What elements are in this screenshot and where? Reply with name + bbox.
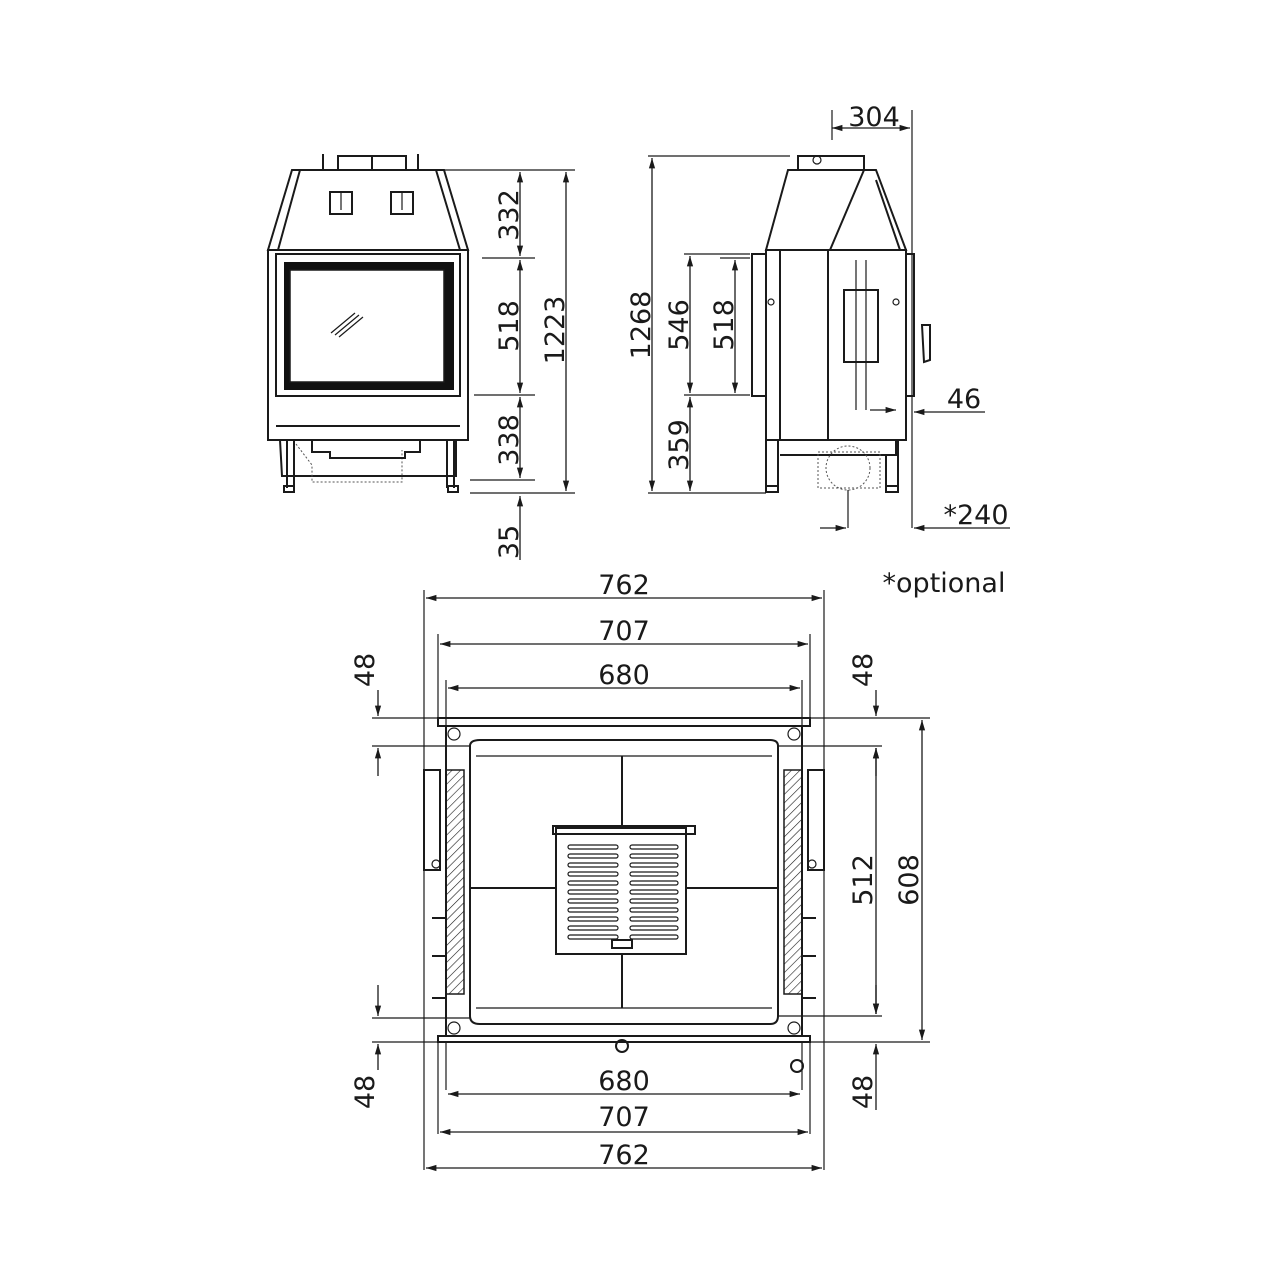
dim-plan-bottom-outer: 762 [598, 1140, 650, 1171]
dim-side-total: 1268 [626, 291, 657, 360]
grate-slot [629, 862, 679, 868]
side-dimensions: 304 1268 546 518 359 46 *240 [626, 102, 1010, 532]
dim-side-optional: *240 [943, 500, 1008, 531]
dim-side-base: 359 [664, 419, 695, 471]
dim-plan-inner-depth: 512 [848, 854, 879, 906]
optional-note: *optional [883, 568, 1006, 599]
grate-slot [567, 907, 619, 913]
dim-side-depth-top: 304 [848, 102, 900, 133]
grate-slot [567, 844, 619, 850]
dim-front-bottom: 338 [494, 414, 525, 466]
dim-plan-right-bottom: 48 [848, 1075, 879, 1109]
grate-slot [629, 853, 679, 859]
grate-slot [567, 889, 619, 895]
dim-plan-top-glass: 680 [598, 660, 650, 691]
dim-plan-bottom-frame: 707 [598, 1102, 650, 1133]
dim-front-total: 1223 [540, 296, 571, 365]
dim-front-middle: 518 [494, 300, 525, 352]
dim-side-handle: 46 [947, 384, 981, 415]
dim-plan-top-frame: 707 [598, 616, 650, 647]
grate-slot [567, 898, 619, 904]
dim-plan-right-top: 48 [848, 653, 879, 687]
dim-plan-bottom-glass: 680 [598, 1066, 650, 1097]
dim-plan-top-outer: 762 [598, 570, 650, 601]
dim-plan-outer-depth: 608 [894, 854, 925, 906]
grate-slot [567, 853, 619, 859]
grate-slot [629, 934, 679, 940]
dim-side-door: 546 [664, 299, 695, 351]
grate-slot [567, 934, 619, 940]
grate-slot [567, 880, 619, 886]
dim-side-glass: 518 [709, 299, 740, 351]
side-view [751, 155, 931, 493]
plan-view [423, 717, 825, 1073]
dim-plan-left-top: 48 [350, 653, 381, 687]
grate-slot [629, 880, 679, 886]
grate-slot [629, 871, 679, 877]
dim-front-feet: 35 [494, 525, 525, 559]
grate-slot [629, 916, 679, 922]
grate-slot [567, 916, 619, 922]
grate-slot [629, 898, 679, 904]
dim-front-top: 332 [494, 189, 525, 241]
grate-slot [567, 862, 619, 868]
front-dimensions: 332 518 1223 338 35 [420, 169, 575, 560]
grate-slot [629, 844, 679, 850]
grate-slot [629, 907, 679, 913]
grate-slot [567, 925, 619, 931]
plan-dimensions: 762 707 680 680 707 762 48 48 48 48 512 … [350, 570, 930, 1172]
front-view [266, 154, 470, 493]
grate-slot [629, 889, 679, 895]
grate-slot [567, 871, 619, 877]
dim-plan-left-bottom: 48 [350, 1075, 381, 1109]
grate-slot [629, 925, 679, 931]
